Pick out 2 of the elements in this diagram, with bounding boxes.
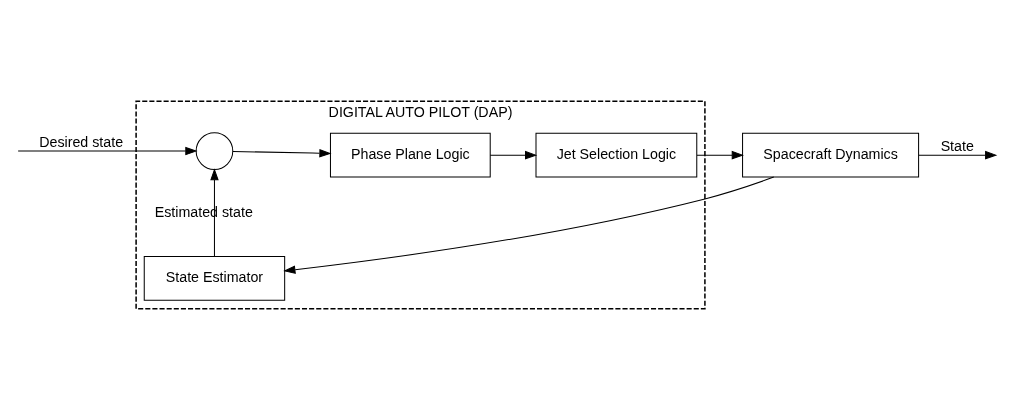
edge-label: State	[940, 137, 974, 154]
edge-label: Desired state	[38, 133, 123, 150]
